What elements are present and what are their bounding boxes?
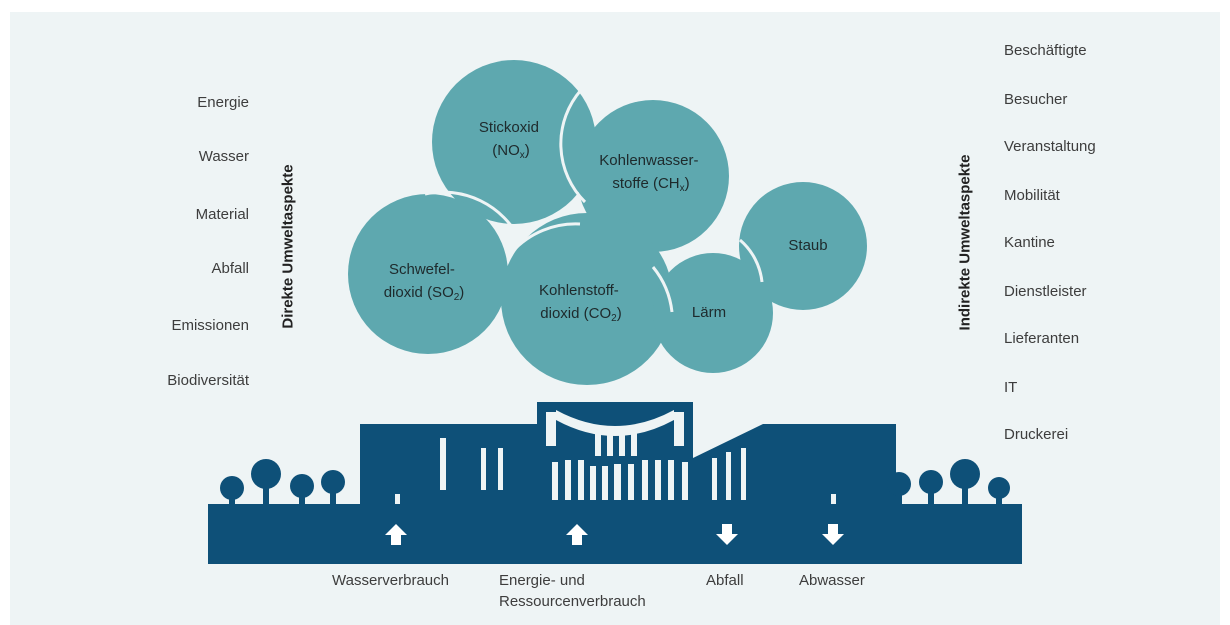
trees-left [220,459,345,506]
indirect-aspect-item: Druckerei [1004,426,1069,443]
chancellery-building [208,402,1022,564]
direct-aspects-list: Energie Wasser Material Abfall Emissione… [10,12,249,412]
kohlenstoffdioxid-label-close: ) [617,305,622,322]
flow-arrows [385,524,844,545]
flow-label-abwasser: Abwasser [799,572,865,589]
bubble-laerm [653,253,773,373]
direct-aspect-item: Abfall [211,260,249,277]
indirect-aspects-heading: Indirekte Umweltaspekte [956,154,974,331]
schwefeldioxid-label-close: ) [459,284,464,301]
diagram-canvas: Stickoxid (NOx) Kohlenwasser- stoffe (CH… [10,12,1220,625]
bubble-stickoxid [432,60,596,224]
schwefeldioxid-subscript: 2 [454,292,460,303]
indirect-aspect-item: Dienstleister [1004,283,1087,300]
indirect-aspect-item: Beschäftigte [1004,42,1087,59]
kohlenwasserstoffe-label-close: ) [685,175,690,192]
indirect-aspect-item: Mobilität [1004,187,1060,204]
svg-text:Schwefel- dioxid (SO2): Schwefel- dioxid (SO2) [384,261,465,303]
flow-label-energie-line2: Ressourcenverbrauch [499,593,646,610]
arrow-down-icon [716,524,738,545]
flow-label-energie-line1: Energie- und [499,572,585,589]
stickoxid-label-2: (NO [492,142,520,159]
direct-aspects-heading: Direkte Umweltaspekte [279,164,297,329]
direct-aspect-item: Emissionen [171,317,249,334]
arrow-up-icon [566,524,588,545]
arrow-up-icon [385,524,407,545]
bubble-kohlenwasserstoffe [577,100,729,252]
indirect-aspect-item: Kantine [1004,234,1055,251]
staub-label: Staub [788,237,827,254]
bubble-staub [739,182,867,310]
kohlenstoffdioxid-label-2: dioxid (CO [540,305,611,322]
emission-bubbles: Stickoxid (NOx) Kohlenwasser- stoffe (CH… [348,60,867,385]
indirect-aspects-list: Beschäftigte Besucher Veranstaltung Mobi… [1004,12,1224,472]
direct-aspect-item: Material [195,206,249,223]
flow-label-abfall: Abfall [706,572,744,589]
indirect-aspect-item: IT [1004,379,1018,396]
indirect-aspect-item: Veranstaltung [1004,138,1096,155]
stickoxid-subscript: x [520,150,525,161]
flow-label-energie: Energie- und Ressourcenverbrauch [499,570,646,612]
svg-text:Stickoxid (NOx): Stickoxid (NOx) [479,119,543,161]
schwefeldioxid-label-1: Schwefel- [389,261,455,278]
stickoxid-label-1: Stickoxid [479,119,539,136]
svg-text:Kohlenwasser- stoffe (: Kohlenwasser- stoffe (CHx) [599,152,702,194]
laerm-label: Lärm [692,304,726,321]
indirect-aspect-item: Besucher [1004,91,1068,108]
kohlenwasserstoffe-label-2: stoffe (CH [612,175,679,192]
illustration: Stickoxid (NOx) Kohlenwasser- stoffe (CH… [208,60,1022,564]
indirect-aspect-item: Lieferanten [1004,330,1080,347]
schwefeldioxid-label-2: dioxid (SO [384,284,454,301]
flow-label-wasserverbrauch: Wasserverbrauch [332,572,449,589]
trees-right [887,459,1010,506]
svg-text:Kohlenstoff- dioxid (C: Kohlenstoff- dioxid (CO2) [539,282,623,324]
kohlenwasserstoffe-subscript: x [680,183,685,194]
bubble-kohlenstoffdioxid [501,213,673,385]
kohlenstoffdioxid-label-1: Kohlenstoff- [539,282,619,299]
direct-aspect-item: Biodiversität [167,372,249,389]
direct-aspect-item: Energie [197,94,249,111]
arrow-down-icon [822,524,844,545]
kohlenstoffdioxid-subscript: 2 [611,313,617,324]
direct-aspect-item: Wasser [198,148,249,165]
bubble-schwefeldioxid [348,194,508,354]
stickoxid-label-close: ) [525,142,530,159]
kohlenwasserstoffe-label-1: Kohlenwasser- [599,152,698,169]
